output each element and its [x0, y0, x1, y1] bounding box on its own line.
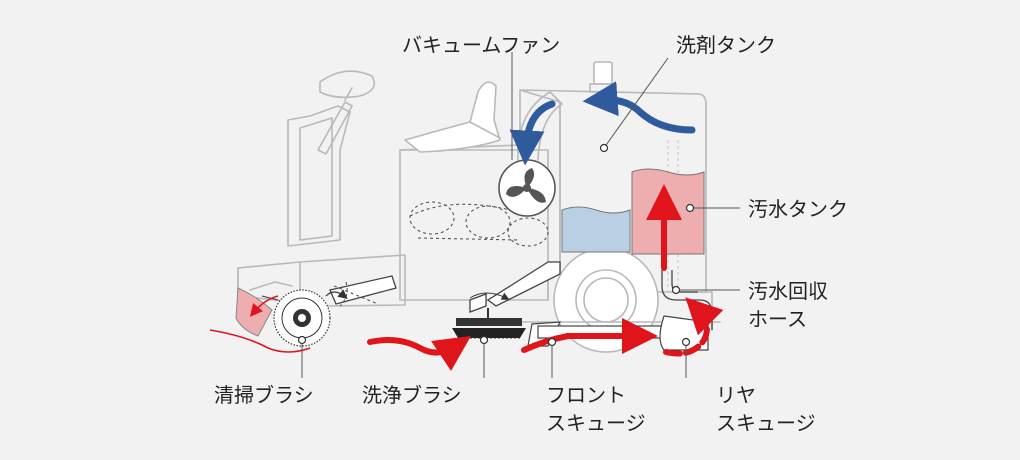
- fan-icon: [498, 159, 556, 217]
- label-detergent-tank: 洗剤タンク: [676, 33, 776, 57]
- label-rear-squeegee-2: スキュージ: [716, 411, 816, 435]
- label-wash-brush: 洗浄ブラシ: [362, 383, 462, 407]
- label-waste-tank: 汚水タンク: [748, 197, 848, 221]
- label-cleaning-brush: 清掃ブラシ: [214, 383, 314, 407]
- blue-arrow-icon: [509, 100, 556, 166]
- label-rear-squeegee-1: リヤ: [716, 383, 756, 407]
- red-arrow-icon: [249, 295, 279, 317]
- internal-batteries: [409, 201, 549, 247]
- leader-lines: [297, 52, 740, 378]
- blue-arrow-icon: [582, 81, 696, 134]
- wash-brush: [452, 308, 526, 339]
- label-waste-hose-2: ホース: [748, 307, 807, 331]
- red-arrow-icon: [209, 329, 311, 353]
- waste-tank-fill: [631, 168, 705, 255]
- label-front-squeegee-2: スキュージ: [546, 411, 646, 435]
- label-front-squeegee-1: フロント: [546, 383, 626, 407]
- cleaning-brush: [235, 287, 331, 347]
- clean-water-fill: [561, 206, 631, 253]
- red-arrow-icon: [367, 336, 471, 371]
- red-arrow-icon: [663, 297, 724, 357]
- label-waste-hose-1: 汚水回収: [748, 279, 828, 303]
- label-vacuum-fan: バキュームファン: [402, 33, 560, 57]
